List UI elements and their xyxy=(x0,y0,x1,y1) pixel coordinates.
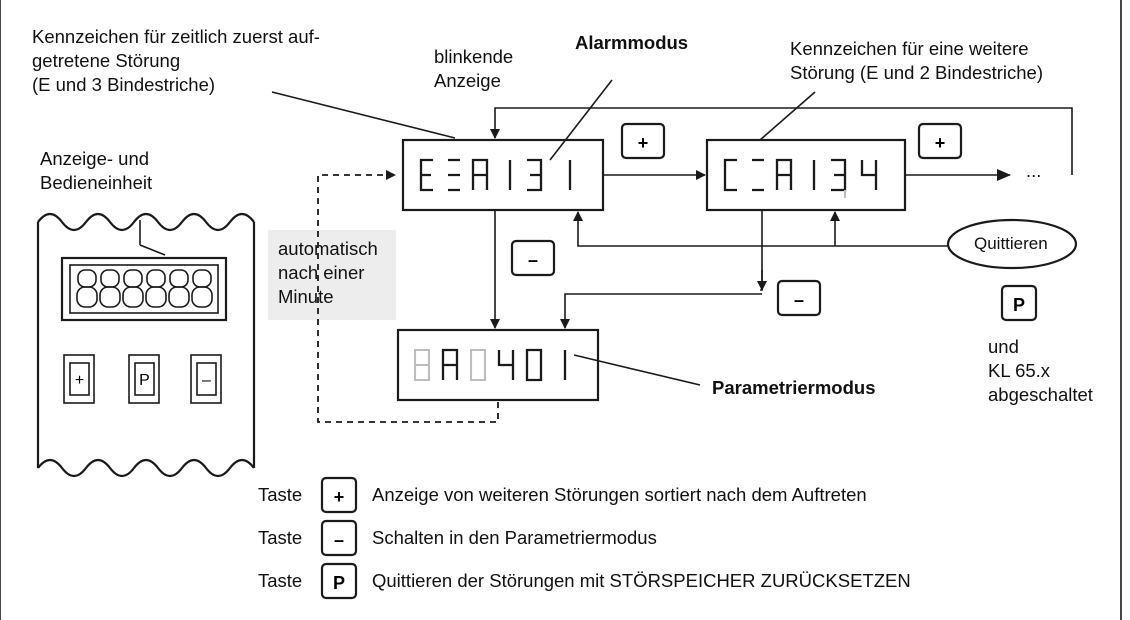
leader-alarm-mode xyxy=(549,79,613,161)
auto-line2: nach einer xyxy=(278,262,365,283)
digit2-dashes xyxy=(752,158,764,192)
unit-display-window xyxy=(69,264,219,314)
diagram-key-minus-1: – xyxy=(510,239,556,277)
unit-top-wave xyxy=(37,212,255,232)
legend-text-p: Quittieren der Störungen mit STÖRSPEICHE… xyxy=(372,570,911,591)
digit3-a xyxy=(441,348,459,380)
digit2-4 xyxy=(860,160,878,190)
legend-key-p: P xyxy=(320,562,358,600)
diagram-key-plus-1: + xyxy=(620,122,666,160)
loop-back-line xyxy=(490,107,1073,175)
operating-unit: + P – xyxy=(36,212,256,478)
display-alarm-first xyxy=(401,138,605,212)
unit-key-p-label: P xyxy=(139,372,150,389)
legend-key-minus-label: – xyxy=(334,530,344,550)
digit-3 xyxy=(527,158,543,192)
display-alarm-next xyxy=(705,138,907,212)
unit-key-p-frame xyxy=(128,354,160,404)
first-fault-line3: (E und 3 Bindestriche) xyxy=(32,74,216,95)
auto-line1: automatisch xyxy=(278,238,378,259)
diagram-key-p: P xyxy=(1000,284,1038,322)
further-fault-line1: Kennzeichen für eine weitere xyxy=(790,38,1029,59)
unit-key-minus-frame xyxy=(190,354,222,404)
leader-further-fault xyxy=(759,91,816,141)
acknowledge-label: Quittieren xyxy=(974,234,1048,253)
unit-key-plus-label: + xyxy=(75,372,84,389)
unit-bottom-wave xyxy=(37,458,255,478)
digit-dashes xyxy=(448,158,460,192)
further-fault-line2: Störung (E und 2 Bindestriche) xyxy=(790,62,1043,83)
unit-label-line1: Anzeige- und xyxy=(40,148,150,169)
leader-first-fault xyxy=(271,91,456,139)
diagram-key-plus-2-label: + xyxy=(935,133,946,153)
legend-key-plus-label: + xyxy=(334,487,345,507)
legend-text-minus: Schalten in den Parametriermodus xyxy=(372,527,657,548)
legend-prefix-2: Taste xyxy=(258,527,303,548)
blink-line1: blinkende xyxy=(434,46,514,67)
dim-digit-1 xyxy=(413,348,431,382)
diagram-key-p-label: P xyxy=(1013,295,1025,315)
unit-key-p[interactable] xyxy=(134,362,155,396)
auto-note-background xyxy=(268,230,396,320)
digit3-0 xyxy=(525,348,543,382)
unit-display-digits xyxy=(76,269,213,308)
display-alarm-first-frame xyxy=(401,138,605,212)
ack-to-display1 xyxy=(573,211,948,247)
diagram-key-minus-2: – xyxy=(776,279,822,317)
unit-key-minus-label: – xyxy=(202,372,211,389)
legend-prefix-3: Taste xyxy=(258,570,303,591)
legend-key-plus: + xyxy=(320,476,358,514)
diagram-key-minus-1-label: – xyxy=(528,250,538,270)
digit-e xyxy=(419,158,433,192)
ellipsis-more: ... xyxy=(1026,160,1042,181)
first-fault-line1: Kennzeichen für zeitlich zuerst auf- xyxy=(32,26,320,47)
diagram-key-plus-2: + xyxy=(917,122,963,160)
auto-line3: Minute xyxy=(278,286,334,307)
legend-key-minus: – xyxy=(320,519,358,557)
arrow-display2-to-param xyxy=(560,293,762,329)
digit2-e xyxy=(723,158,737,192)
and-line3: abgeschaltet xyxy=(988,384,1093,405)
digit2-a xyxy=(775,158,793,190)
alarm-mode-label: Alarmmodus xyxy=(575,32,689,53)
digit2-3 xyxy=(831,158,847,192)
param-mode-label: Parametriermodus xyxy=(712,377,876,398)
unit-display-bezel xyxy=(60,256,228,322)
diagram-key-minus-2-label: – xyxy=(794,290,804,310)
legend-key-p-label: P xyxy=(333,573,345,593)
unit-key-minus[interactable] xyxy=(196,362,217,396)
acknowledge-ellipse[interactable] xyxy=(946,218,1078,270)
dashed-auto-return xyxy=(317,170,499,423)
legend-prefix-1: Taste xyxy=(258,484,303,505)
and-line2: KL 65.x xyxy=(988,360,1051,381)
display-param-frame xyxy=(396,328,600,402)
unit-key-plus[interactable] xyxy=(69,362,90,396)
unit-key-plus-frame xyxy=(63,354,95,404)
legend-text-plus: Anzeige von weiteren Störungen sortiert … xyxy=(372,484,867,505)
unit-callout-leader xyxy=(139,244,166,256)
digit-a xyxy=(471,158,489,190)
leader-param-mode xyxy=(573,354,701,386)
blink-line2: Anzeige xyxy=(434,70,501,91)
diagram-key-plus-1-label: + xyxy=(638,133,649,153)
display-param xyxy=(396,328,600,402)
unit-label-line2: Bedieneinheit xyxy=(40,172,153,193)
digit3-4 xyxy=(497,350,515,380)
first-fault-line2: getretene Störung xyxy=(32,50,181,71)
dim-digit-2 xyxy=(469,348,487,382)
and-line1: und xyxy=(988,336,1019,357)
